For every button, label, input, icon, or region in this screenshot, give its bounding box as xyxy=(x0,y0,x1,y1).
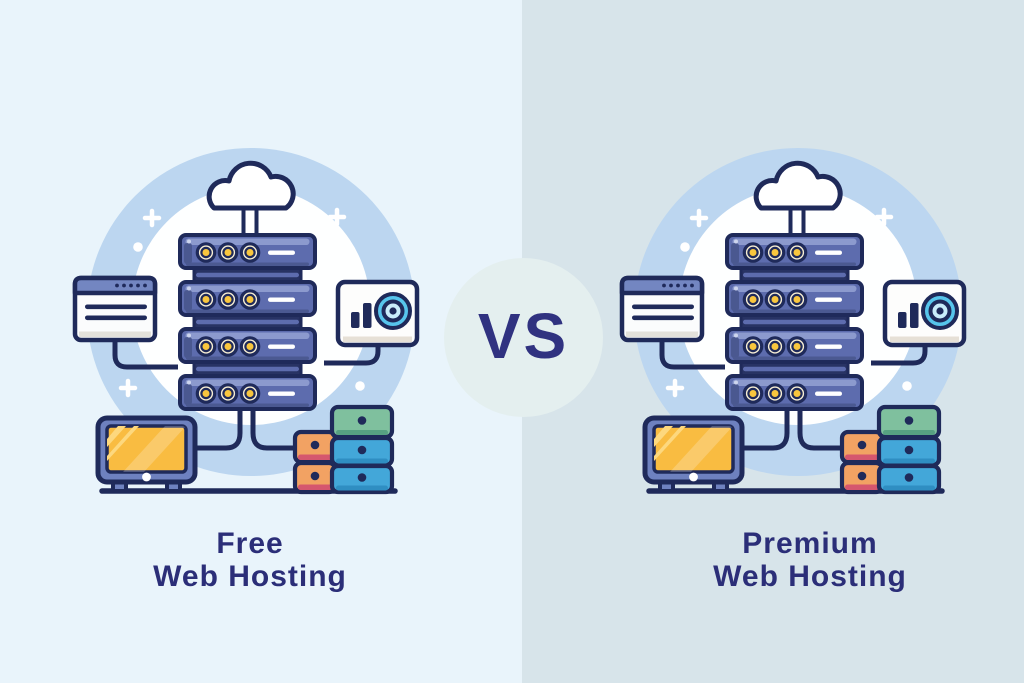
title-line-2: Web Hosting xyxy=(153,560,347,593)
free-hosting-title: Free Web Hosting xyxy=(60,527,440,593)
premium-hosting-title: Premium Web Hosting xyxy=(620,527,1000,593)
free-web-hosting-illustration xyxy=(60,145,440,500)
title-line-2: Web Hosting xyxy=(713,560,907,593)
vs-badge: VS xyxy=(444,258,603,417)
title-line-1: Free xyxy=(216,527,284,560)
vs-label: VS xyxy=(477,299,570,372)
premium-web-hosting-illustration xyxy=(607,145,987,500)
title-line-1: Premium xyxy=(742,527,878,560)
